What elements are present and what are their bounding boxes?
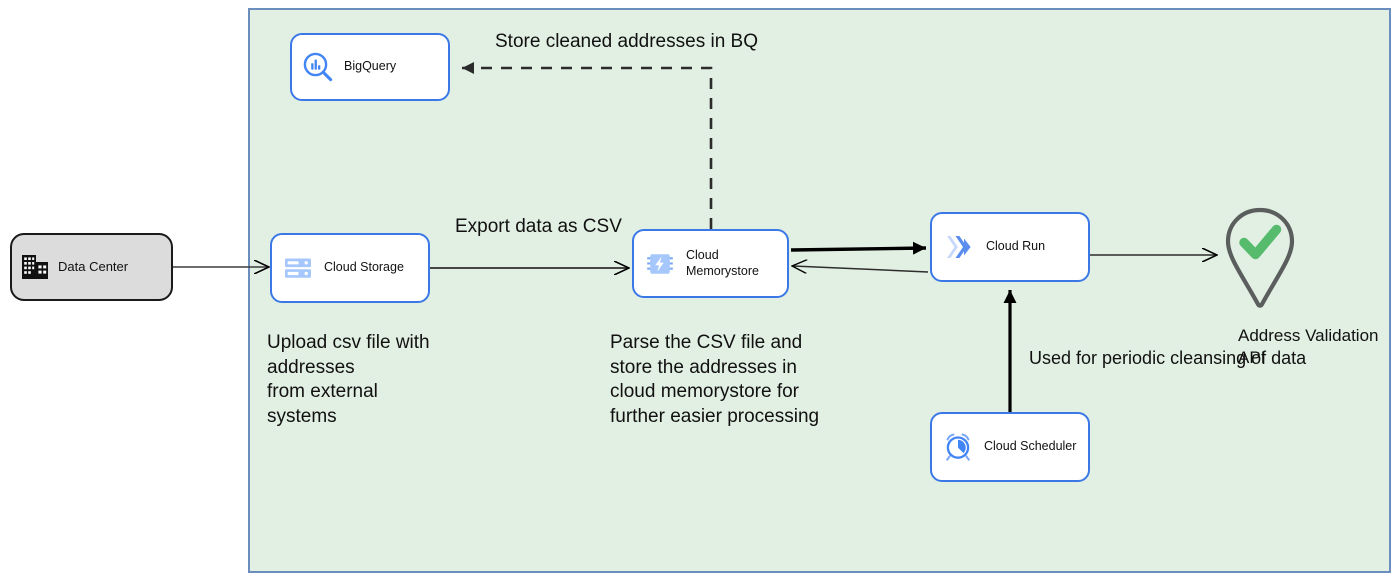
node-label: Cloud Scheduler xyxy=(984,439,1077,454)
node-label: Cloud Memorystore xyxy=(686,248,759,278)
map-pin-check-icon xyxy=(1225,207,1295,308)
cloud-run-chevrons-icon xyxy=(932,225,986,269)
node-cloud-storage[interactable]: Cloud Storage xyxy=(270,233,430,303)
bigquery-magnifier-chart-icon xyxy=(292,45,344,89)
google-cloud-boundary xyxy=(248,8,1391,573)
cloud-scheduler-alarm-clock-icon xyxy=(932,425,984,469)
node-cloud-run[interactable]: Cloud Run xyxy=(930,212,1090,282)
edge-label-store-cleaned-addresses: Store cleaned addresses in BQ xyxy=(495,31,758,52)
node-cloud-scheduler[interactable]: Cloud Scheduler xyxy=(930,412,1090,482)
node-bigquery[interactable]: BigQuery xyxy=(290,33,450,101)
node-address-validation-api[interactable] xyxy=(1218,205,1302,311)
edge-label-periodic-cleansing: Used for periodic cleansing of data xyxy=(1029,348,1307,368)
node-data-center[interactable]: Data Center xyxy=(10,233,173,301)
caption-parse-csv: Parse the CSV file and store the address… xyxy=(610,332,820,427)
address-validation-api-label: Address Validation API xyxy=(1238,326,1379,367)
cloud-memorystore-chip-bolt-icon xyxy=(634,242,686,286)
node-cloud-memorystore[interactable]: Cloud Memorystore xyxy=(632,229,789,298)
node-label: Cloud Run xyxy=(986,239,1046,254)
data-center-building-icon xyxy=(12,247,58,287)
node-label: BigQuery xyxy=(344,59,397,74)
node-label: Data Center xyxy=(58,259,129,275)
cloud-storage-buckets-icon xyxy=(272,246,324,290)
caption-upload-csv: Upload csv file with addresses from exte… xyxy=(267,332,430,427)
edge-label-export-data-as-csv: Export data as CSV xyxy=(455,216,622,237)
node-label: Cloud Storage xyxy=(324,260,404,275)
